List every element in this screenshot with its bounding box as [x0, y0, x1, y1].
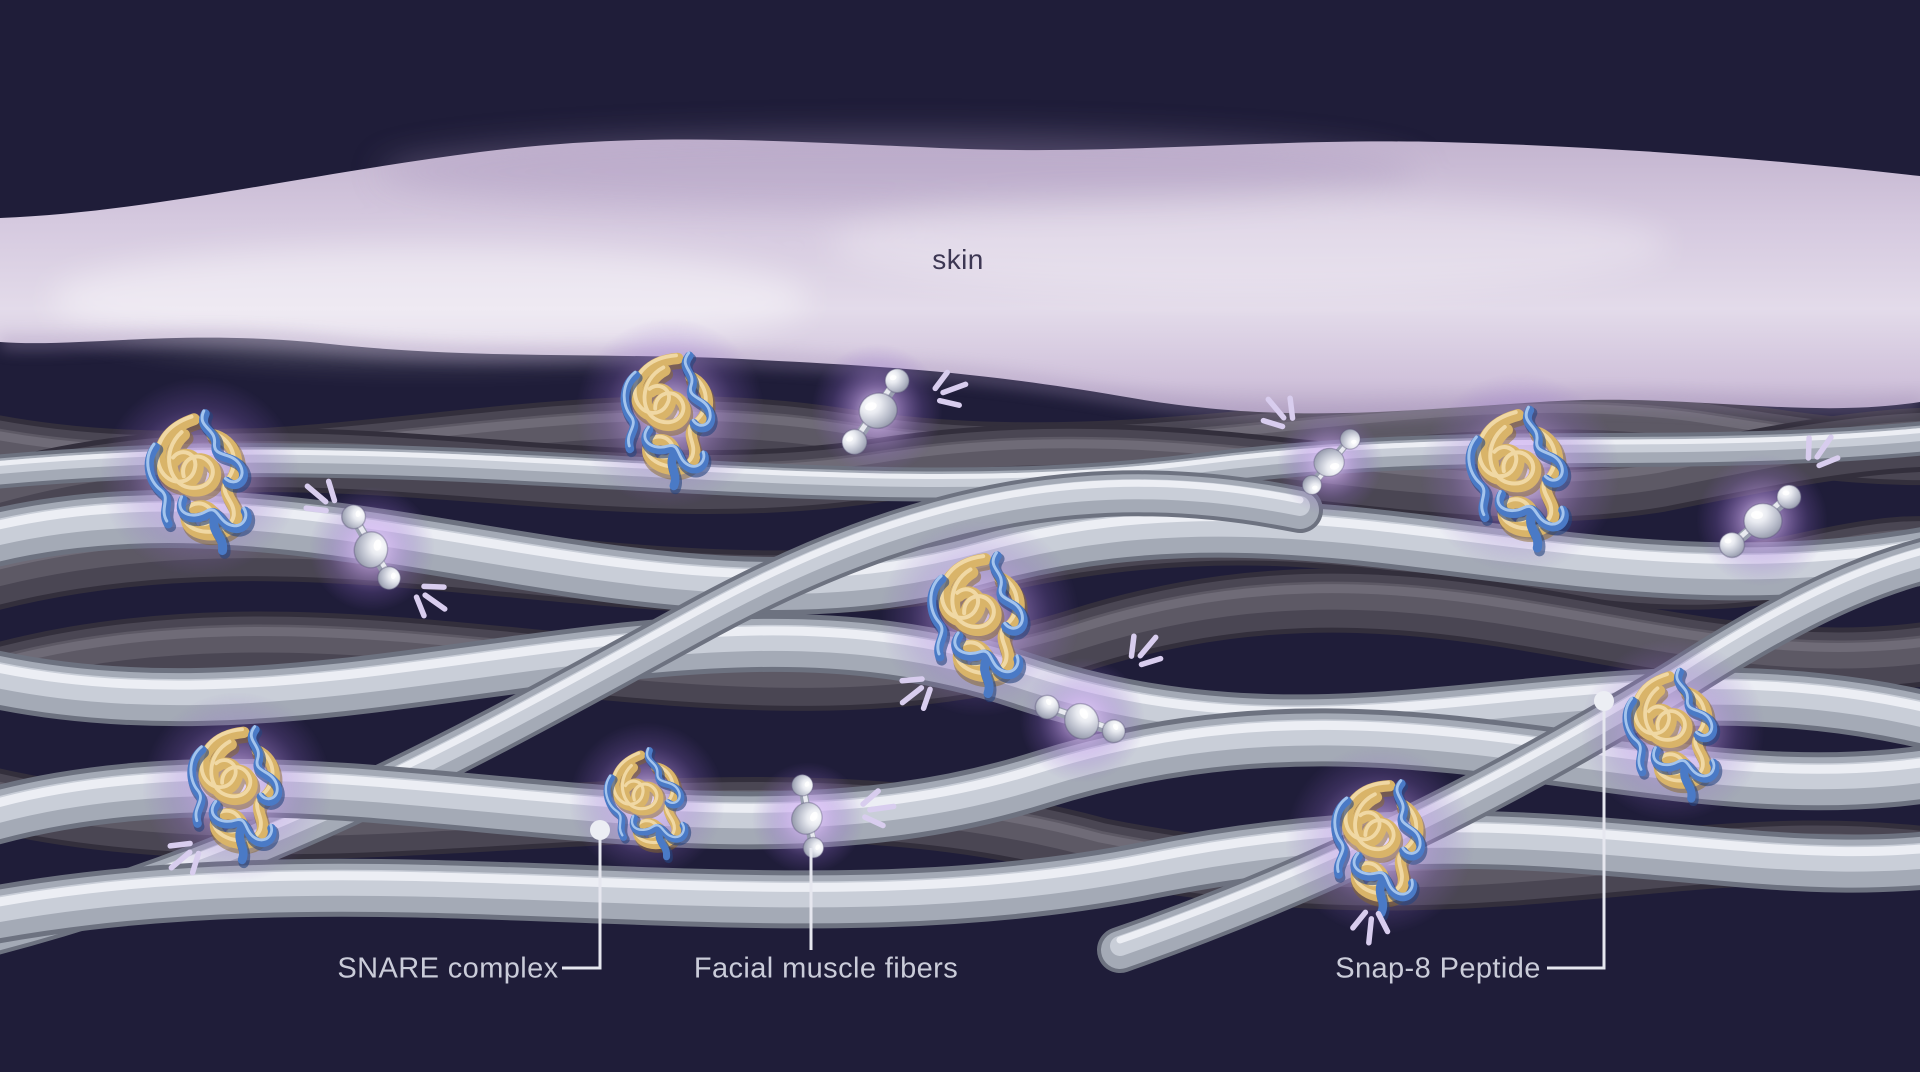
label-facial-muscle-fibers: Facial muscle fibers [693, 952, 959, 985]
leader-dot-snare-complex [590, 820, 610, 840]
leader-line-snap8-peptide [1547, 711, 1606, 970]
skin-label: skin [932, 244, 984, 275]
label-snap8-peptide: Snap-8 Peptide [1335, 952, 1541, 985]
label-snare-complex: SNARE complex [337, 952, 559, 985]
callout-leaders [562, 691, 1614, 970]
skin-layer [0, 134, 1920, 419]
leader-line-snare-complex [562, 839, 602, 970]
leader-dot-snap8-peptide [1594, 691, 1614, 711]
